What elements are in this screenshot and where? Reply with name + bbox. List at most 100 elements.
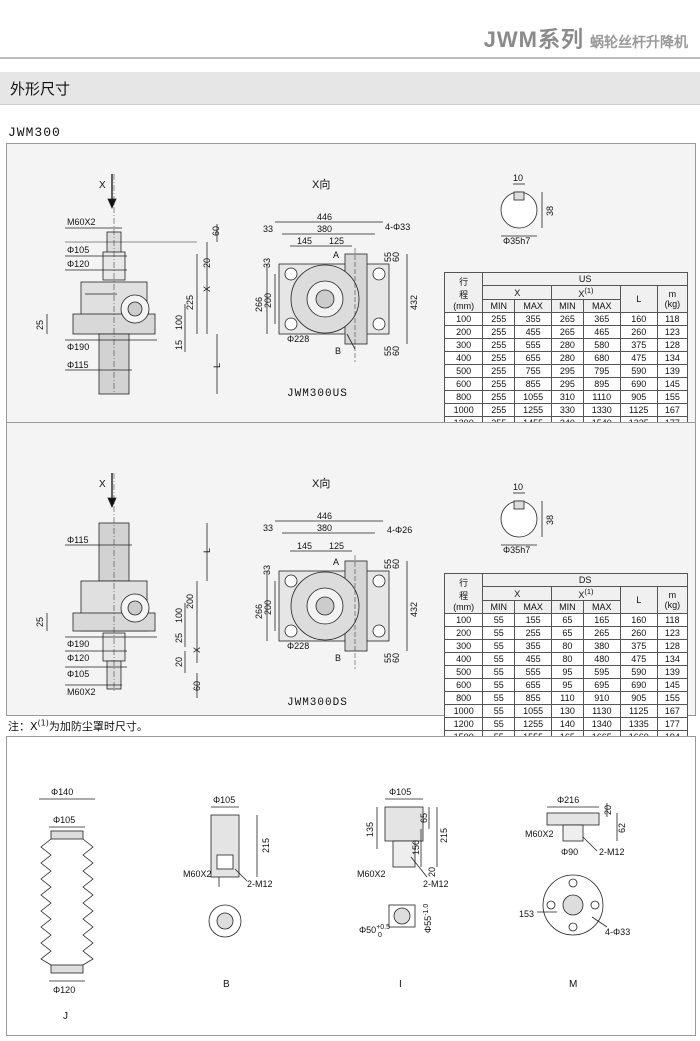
m-d90: Φ90 [561, 847, 578, 857]
us-th-m-1: m [668, 289, 677, 299]
ds-th-min2: MIN [551, 600, 584, 614]
ds-shaft-10: 10 [513, 482, 523, 492]
ds-table-cell: 80 [551, 639, 584, 653]
ds-60a-label: 60 [391, 559, 401, 569]
ds-th-x1: X(1) [551, 586, 621, 601]
us-th-stroke-3: (mm) [453, 300, 475, 311]
us-th-max2: MAX [582, 299, 621, 313]
ds-table-cell: 595 [582, 665, 621, 679]
ds-d228-label: Φ228 [287, 641, 309, 651]
ds-table-cell: 1000 [443, 704, 484, 718]
us-table-cell: 255 [482, 312, 516, 326]
note-prefix: 注：X [8, 720, 38, 733]
ds-380-label: 380 [317, 523, 332, 533]
ds-shaft-d35: Φ35h7 [503, 545, 530, 555]
us-table-cell: 134 [656, 351, 689, 365]
j-label: J [63, 1011, 68, 1022]
us-input-hub [127, 301, 143, 317]
us-b-leader [346, 333, 356, 350]
i-d55-val: Φ55 [423, 916, 433, 933]
ds-60b-label: 60 [391, 653, 401, 663]
us-table-cell: 255 [482, 390, 516, 404]
us-L-label: L [212, 363, 222, 368]
us-table-cell: 123 [656, 325, 689, 339]
accessories-drawing: Φ140 Φ105 Φ120 J Φ105 215 M60X2 2-M12 B [39, 787, 630, 1022]
ds-table-cell: 1335 [619, 717, 658, 731]
us-table-cell: 280 [551, 351, 584, 365]
series-subtitle: 蜗轮丝杆升降机 [590, 34, 688, 50]
i-neck [392, 840, 416, 868]
ds-holes-label: 4-Φ26 [387, 525, 412, 535]
us-table-cell: 118 [656, 312, 689, 326]
ds-table-cell: 55 [482, 717, 516, 731]
ds-table-cell: 265 [582, 626, 621, 640]
i-d55: Φ55-1.0 [423, 904, 433, 933]
us-25-label: 25 [35, 320, 45, 330]
ds-table-cell: 480 [582, 652, 621, 666]
ds-table-cell: 55 [482, 678, 516, 692]
ds-table-cell: 55 [482, 626, 516, 640]
us-view-title: X向 [312, 177, 330, 191]
ds-input-hub [127, 600, 143, 616]
ds-wheel-bore [315, 596, 335, 616]
ds-th-stroke-2: 程 [459, 590, 469, 601]
note-text: 为加防尘罩时尺寸。 [48, 720, 148, 733]
us-table-cell: 255 [482, 351, 516, 365]
us-panel: X [6, 143, 696, 443]
ds-table-cell: 123 [656, 626, 689, 640]
ds-th-x1-sup: (1) [584, 587, 594, 596]
ds-table-cell: 1255 [514, 717, 553, 731]
m-hub [562, 824, 584, 842]
m-hole-right [590, 900, 600, 910]
ds-table-cell: 1200 [443, 717, 484, 731]
ds-table-cell: 555 [514, 665, 553, 679]
us-table-cell: 590 [619, 364, 658, 378]
us-table-cell: 139 [656, 364, 689, 378]
ds-table-cell: 590 [619, 665, 658, 679]
ds-table-cell: 177 [656, 717, 689, 731]
j-d120: Φ120 [53, 985, 75, 995]
i-d105: Φ105 [389, 787, 411, 797]
ds-table-cell: 65 [551, 613, 584, 627]
us-145-label: 145 [297, 236, 312, 246]
b-thread: M60X2 [183, 869, 212, 879]
ds-table-cell: 1130 [582, 704, 621, 718]
us-table-cell: 375 [619, 338, 658, 352]
ds-table-cell: 655 [514, 678, 553, 692]
i-150: 150 [411, 840, 421, 855]
us-table-cell: 600 [443, 377, 484, 391]
us-hole-br [372, 317, 386, 331]
us-hole-tl [284, 267, 298, 281]
i-215: 215 [439, 828, 449, 843]
us-h33-label: 33 [262, 258, 272, 268]
ds-table-cell: 167 [656, 704, 689, 718]
us-table-cell: 295 [551, 364, 584, 378]
us-table-cell: 155 [656, 390, 689, 404]
m-thread: M60X2 [525, 829, 554, 839]
us-55a-label: 55 [383, 252, 393, 262]
us-caption: JWM300US [287, 388, 348, 400]
us-d228-label: Φ228 [287, 334, 309, 344]
ds-60-label: 60 [192, 681, 202, 691]
footnote: 注：X(1)为加防尘罩时尺寸。 [8, 718, 148, 734]
ds-table-cell: 600 [443, 678, 484, 692]
ds-table-cell: 375 [619, 639, 658, 653]
us-125-label: 125 [329, 236, 344, 246]
ds-h33-label: 33 [262, 565, 272, 575]
ds-th-group: DS [482, 573, 688, 587]
ds-table-cell: 255 [514, 626, 553, 640]
ds-table-cell: 55 [482, 691, 516, 705]
us-th-max1: MAX [514, 299, 553, 313]
i-20: 20 [427, 867, 437, 877]
ds-th-stroke: 行程(mm) [443, 573, 484, 614]
us-table-cell: 160 [619, 312, 658, 326]
ds-table-cell: 155 [514, 613, 553, 627]
us-pointB: B [335, 346, 341, 356]
section-bar: 外形尺寸 [0, 72, 700, 105]
us-th-L: L [619, 285, 658, 313]
us-225-label: 225 [185, 295, 195, 310]
i-bolt-leader [410, 856, 428, 878]
